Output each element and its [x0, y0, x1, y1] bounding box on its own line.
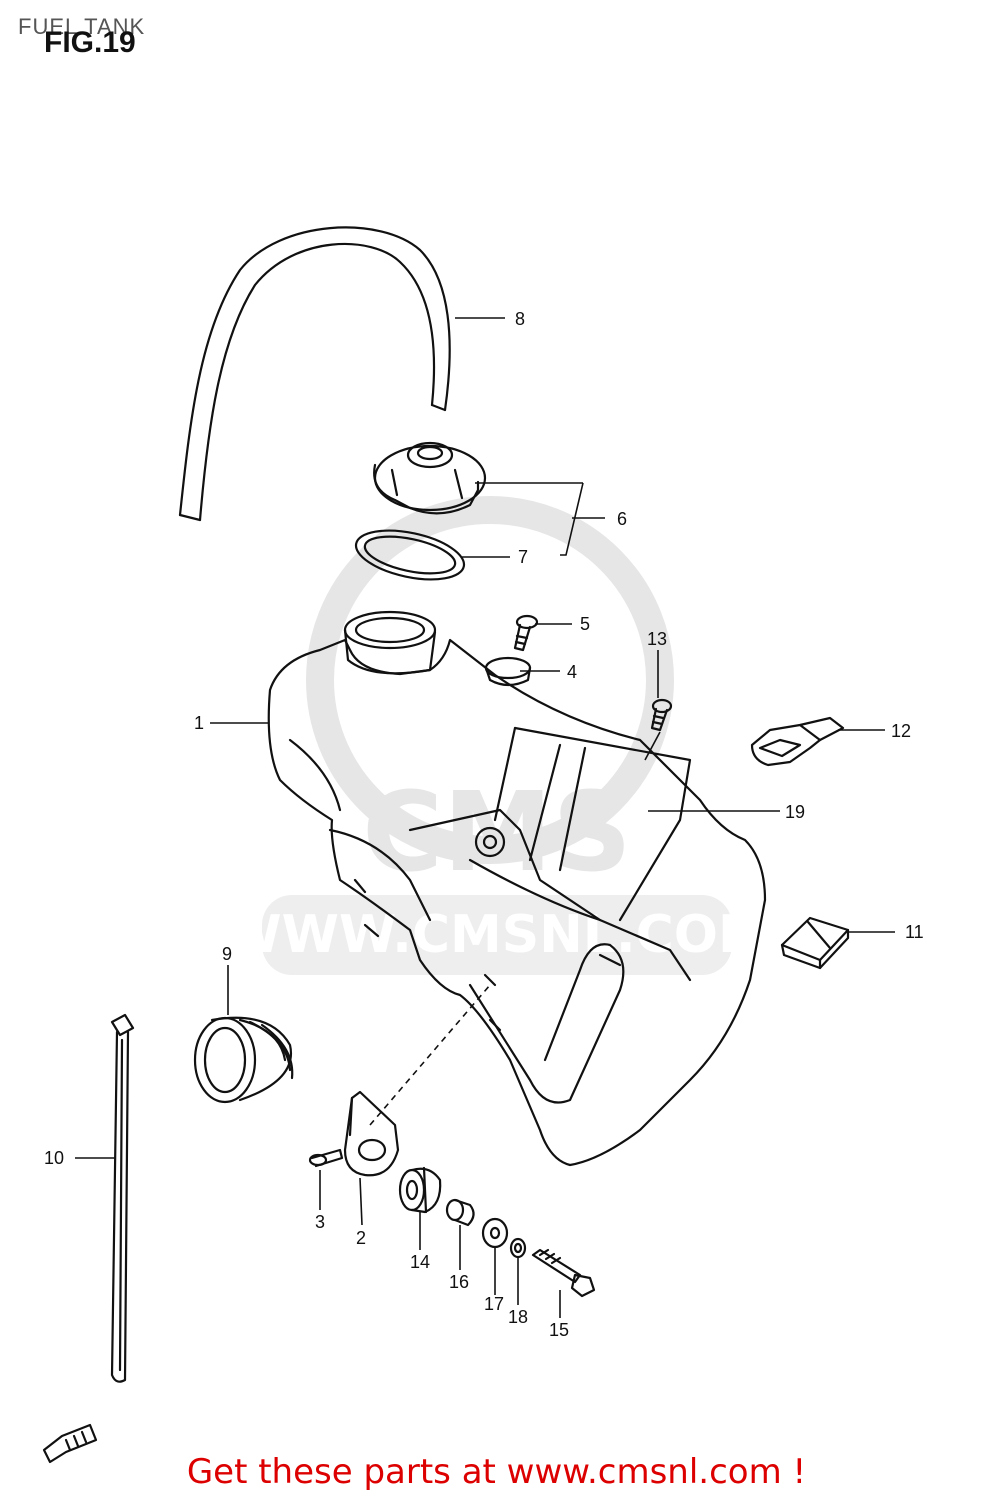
callout-19: 19 — [785, 802, 805, 822]
lock-washer-18 — [509, 1237, 527, 1259]
callout-14: 14 — [410, 1252, 430, 1272]
grommet-14 — [398, 1166, 442, 1214]
bolt-15 — [531, 1248, 596, 1298]
callout-12: 12 — [891, 721, 911, 741]
screw-3 — [308, 1148, 344, 1168]
callout-15: 15 — [549, 1320, 569, 1340]
watermark: CMS WWW.CMSNL.COM — [224, 496, 770, 975]
collar-16 — [445, 1198, 475, 1227]
rubber-sleeve-9 — [193, 1016, 294, 1104]
callout-7: 7 — [518, 547, 528, 567]
clip-12 — [750, 716, 845, 767]
figure-label: FIG.19 — [44, 26, 136, 59]
callout-5: 5 — [580, 614, 590, 634]
cushion-11 — [780, 916, 850, 970]
fuel-cap — [373, 441, 487, 515]
callout-3: 3 — [315, 1212, 325, 1232]
watermark-logo: CMS — [362, 768, 631, 896]
section-title: FUEL TANK — [18, 14, 146, 39]
callout-11: 11 — [905, 922, 924, 942]
leader-lines — [75, 317, 895, 1318]
callout-10: 10 — [44, 1148, 64, 1168]
watermark-url: WWW.CMSNL.COM — [224, 905, 769, 965]
breather-hose — [178, 226, 451, 522]
callout-17: 17 — [484, 1294, 504, 1314]
washer-17 — [481, 1217, 509, 1249]
tie-band-10 — [110, 1013, 135, 1383]
bracket-2 — [343, 1090, 400, 1177]
callout-4: 4 — [567, 662, 577, 682]
callout-labels: 8 6 7 5 4 13 1 12 19 11 9 10 3 2 14 16 1… — [44, 309, 924, 1340]
grommet-4 — [484, 656, 532, 687]
callout-8: 8 — [515, 309, 525, 329]
footer-link[interactable]: Get these parts at www.cmsnl.com ! — [186, 1452, 807, 1492]
fuel-tank — [267, 610, 767, 1167]
bolt-5 — [513, 614, 539, 652]
callout-2: 2 — [356, 1228, 366, 1248]
callout-9: 9 — [222, 944, 232, 964]
callout-1: 1 — [194, 713, 204, 733]
callout-6: 6 — [617, 509, 627, 529]
forward-arrow-icon — [42, 1423, 98, 1464]
callout-16: 16 — [449, 1272, 469, 1292]
callout-18: 18 — [508, 1307, 528, 1327]
callout-13: 13 — [647, 629, 667, 649]
cap-gasket — [354, 529, 466, 581]
screw-13 — [650, 698, 673, 732]
